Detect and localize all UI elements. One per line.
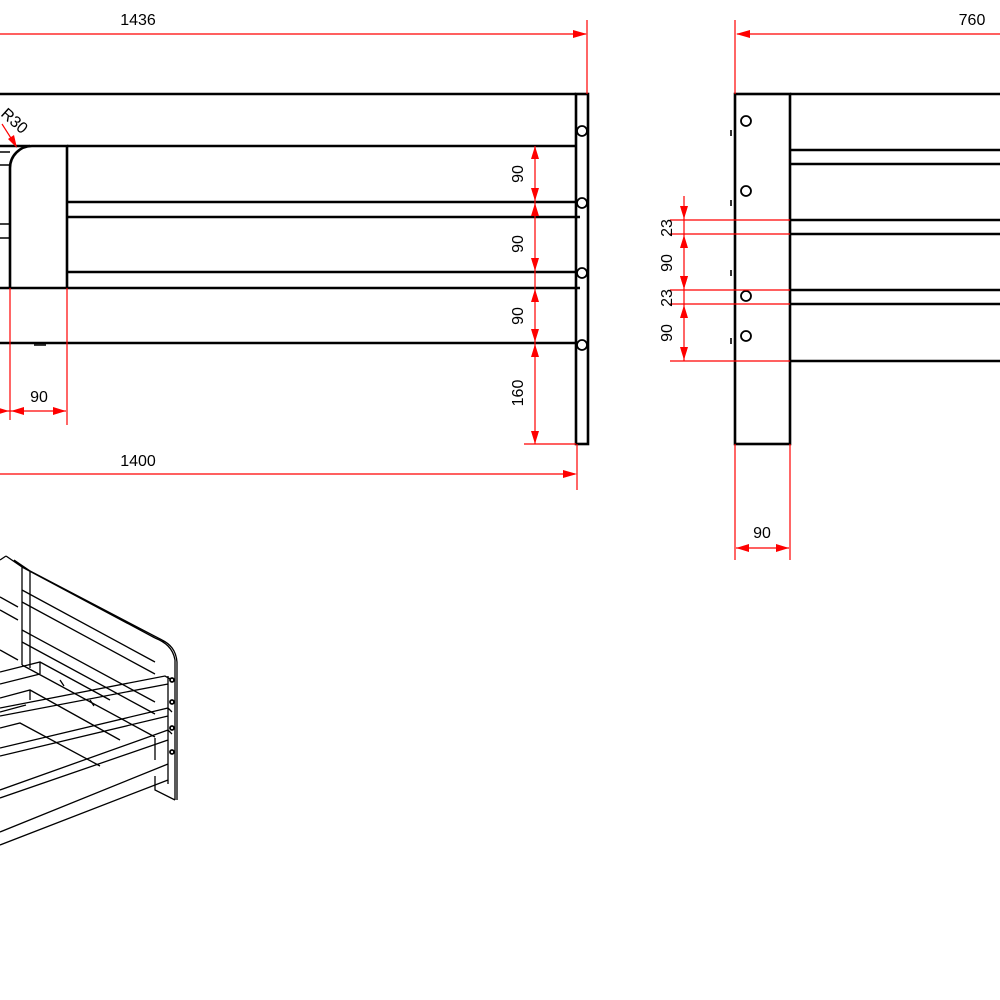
dim-r30: R30 (0, 105, 31, 137)
iso-slats (0, 661, 121, 767)
bolt-icon (740, 115, 752, 127)
dim-90-post: 90 (30, 389, 48, 406)
iso-bolts (169, 677, 175, 755)
front-inner-post (8, 144, 69, 288)
iso-back-rails (21, 566, 163, 738)
dim-90-rail-1: 90 (659, 254, 676, 272)
iso-end-post (154, 637, 178, 801)
bolt-icon (169, 749, 175, 755)
bolt-icon (740, 290, 752, 302)
front-left-stubs (0, 151, 46, 346)
side-view (730, 92, 1000, 446)
bolt-icon (169, 725, 175, 731)
side-rails (790, 162, 1000, 363)
dim-760: 760 (959, 12, 986, 29)
side-bolts (740, 115, 752, 342)
bolt-icon (740, 330, 752, 342)
bolt-icon (576, 339, 588, 351)
front-rail-1 (67, 200, 580, 219)
bolt-icon (576, 267, 588, 279)
bolt-icon (576, 197, 588, 209)
bolt-icon (740, 185, 752, 197)
front-rail-2 (0, 270, 580, 290)
dim-160: 160 (510, 380, 527, 407)
dim-90-side: 90 (753, 525, 771, 542)
dim-1436: 1436 (120, 12, 156, 29)
dim-90-c: 90 (510, 307, 527, 325)
isometric-view (0, 555, 178, 846)
bolt-icon (576, 125, 588, 137)
dim-23-top: 23 (659, 219, 676, 237)
bolt-icon (169, 699, 175, 705)
dim-90-rail-2: 90 (659, 324, 676, 342)
front-view (0, 92, 590, 446)
side-top-rail (790, 92, 1000, 152)
side-post (733, 92, 792, 446)
front-dimensions: 1436 R30 90 90 90 90 160 1400 (0, 12, 588, 490)
bolt-icon (169, 677, 175, 683)
dim-90-b: 90 (510, 235, 527, 253)
front-top-rail (0, 92, 576, 148)
side-dimensions: 760 23 90 23 90 90 (659, 12, 1000, 560)
iso-front-rails (0, 675, 173, 846)
dim-90-a: 90 (510, 165, 527, 183)
dim-1400: 1400 (120, 453, 156, 470)
iso-back-headboard (0, 555, 31, 668)
dim-23-mid: 23 (659, 289, 676, 307)
front-end-post (574, 92, 590, 446)
front-bolts (576, 125, 588, 351)
